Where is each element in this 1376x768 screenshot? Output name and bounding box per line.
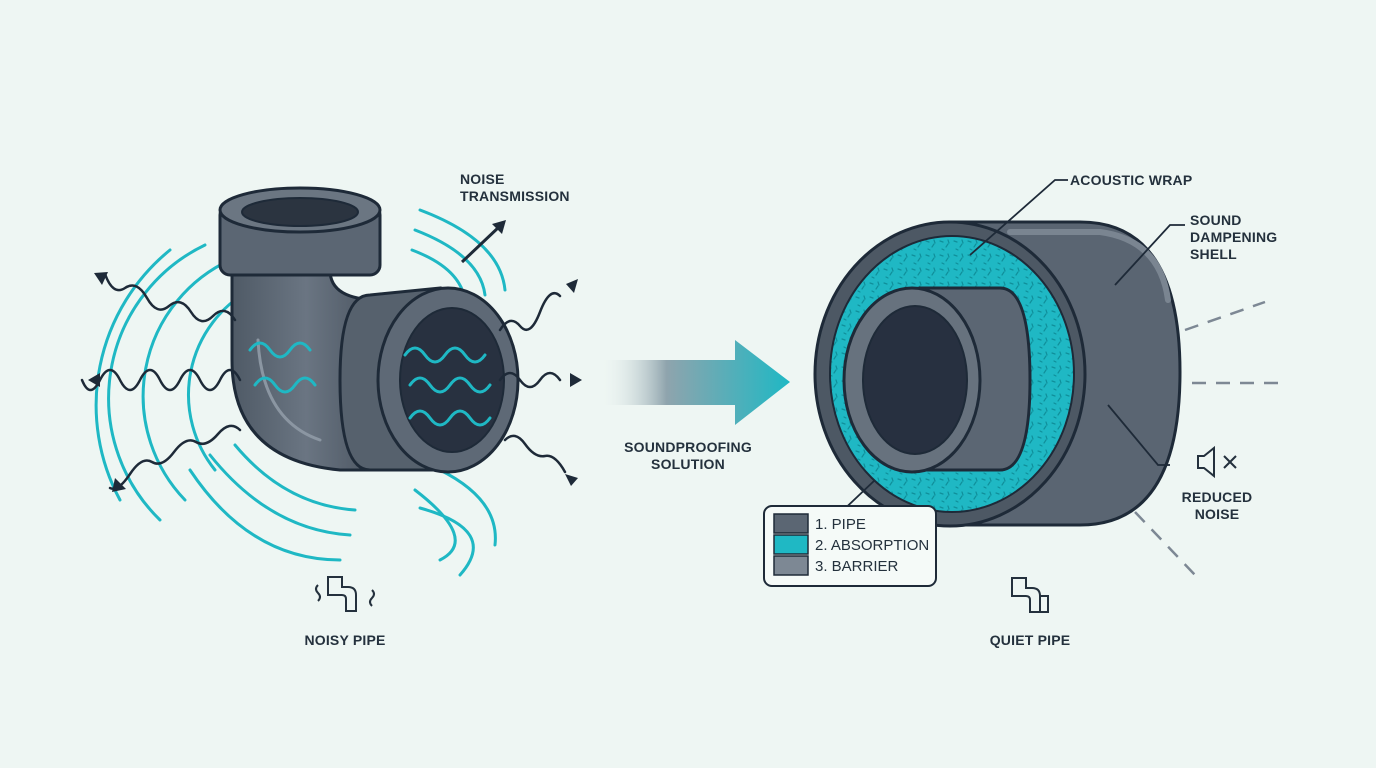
- noise-transmission-label-2: TRANSMISSION: [460, 188, 570, 204]
- shell-highlight: [1007, 229, 1171, 303]
- noisy-pipe-caption: NOISY PIPE: [304, 632, 385, 648]
- legend-label: 2. ABSORPTION: [815, 537, 929, 554]
- noise-transmission-arrow: [460, 224, 502, 264]
- solution-arrow-group: SOUNDPROOFING SOLUTION: [600, 340, 790, 472]
- pipe-side-opening: [399, 307, 505, 453]
- legend-label: 1. PIPE: [815, 516, 866, 533]
- sound-arcs-bottom: [188, 443, 357, 562]
- muted-speaker-icon: [1197, 445, 1237, 479]
- noise-squiggles: [80, 272, 567, 490]
- quiet-pipe-group: ACOUSTIC WRAP SOUND DAMPENING SHELL REDU…: [763, 172, 1280, 648]
- noisy-pipe-icon: [315, 576, 375, 612]
- inner-noise-waves: [248, 341, 492, 427]
- legend-swatch: [773, 555, 809, 576]
- solution-label-2: SOLUTION: [651, 456, 725, 472]
- pipe-top-opening: [241, 197, 359, 227]
- noise-transmission-arrowhead: [492, 220, 506, 234]
- noise-transmission-label-1: NOISE: [460, 171, 505, 187]
- legend-label: 3. BARRIER: [815, 558, 899, 575]
- reduced-noise-label-2: NOISE: [1195, 506, 1240, 522]
- shell-label-1: SOUND: [1190, 212, 1242, 228]
- shell-label-2: DAMPENING: [1190, 229, 1277, 245]
- noisy-pipe-group: NOISE TRANSMISSION NOISY PIPE: [80, 171, 582, 648]
- legend-swatch: [773, 534, 809, 555]
- solution-arrow: [600, 340, 790, 425]
- legend-swatch: [773, 513, 809, 534]
- inner-pipe-opening: [862, 305, 968, 455]
- reduced-noise-label-1: REDUCED: [1182, 489, 1253, 505]
- leader-lines: [834, 179, 1185, 519]
- acoustic-wrap-label: ACOUSTIC WRAP: [1070, 172, 1192, 188]
- shell-label-3: SHELL: [1190, 246, 1237, 262]
- layer-legend: 1. PIPE 2. ABSORPTION 3. BARRIER: [763, 505, 937, 587]
- reduced-noise-dashes: [1134, 300, 1280, 576]
- noise-arrowheads: [88, 272, 582, 492]
- quiet-pipe-icon: [1011, 577, 1049, 613]
- sound-arcs-left: [94, 243, 252, 522]
- solution-label-1: SOUNDPROOFING: [624, 439, 752, 455]
- quiet-pipe-caption: QUIET PIPE: [990, 632, 1071, 648]
- pipe-highlight: [256, 338, 322, 442]
